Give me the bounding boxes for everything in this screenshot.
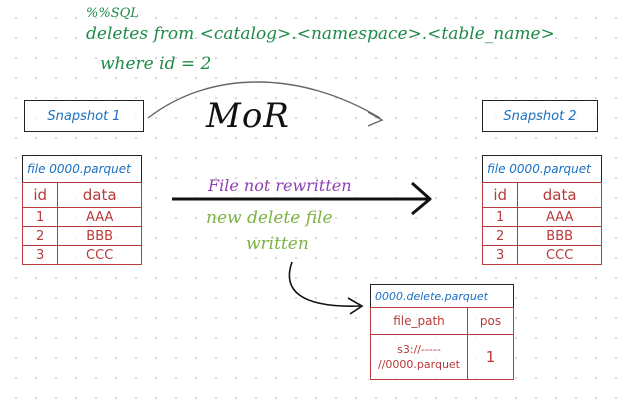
table-row: 1 AAA	[481, 207, 602, 227]
sql-delete-statement: deletes from <catalog>.<namespace>.<tabl…	[86, 24, 555, 44]
cell-pos: 1	[467, 334, 514, 380]
snapshot-2-file-table: file 0000.parquet id data 1 AAA 2 BBB 3 …	[481, 155, 602, 265]
table-row: 3 CCC	[21, 245, 142, 265]
table-row: s3://----- //0000.parquet 1	[370, 334, 514, 380]
file-path-line-2: //0000.parquet	[378, 358, 460, 371]
delete-file-table: 0000.delete.parquet file_path pos s3://-…	[370, 284, 514, 380]
cell-data: CCC	[57, 245, 142, 265]
written-note: written	[246, 234, 309, 254]
mor-label: MoR	[206, 96, 290, 136]
snapshot-1-file-table: file 0000.parquet id data 1 AAA 2 BBB 3 …	[21, 155, 142, 265]
cell-data: BBB	[57, 226, 142, 246]
cell-id: 3	[481, 245, 519, 265]
table-row: 2 BBB	[21, 226, 142, 246]
file-path-line-1: s3://-----	[397, 343, 441, 356]
file-name: file 0000.parquet	[22, 155, 142, 183]
cell-data: BBB	[517, 226, 602, 246]
delete-file-arrowhead	[347, 297, 364, 315]
cell-id: 1	[21, 207, 59, 227]
cell-id: 1	[481, 207, 519, 227]
table-row: 3 CCC	[481, 245, 602, 265]
delete-file-arrow	[288, 261, 361, 307]
snapshot-2-box: Snapshot 2	[482, 100, 598, 132]
column-header-file-path: file_path	[370, 307, 468, 335]
snapshot-1-box: Snapshot 1	[24, 100, 144, 132]
snapshot-2-label: Snapshot 2	[503, 108, 577, 124]
table-row: 2 BBB	[481, 226, 602, 246]
cell-id: 2	[481, 226, 519, 246]
cell-data: AAA	[57, 207, 142, 227]
cell-data: AAA	[517, 207, 602, 227]
snapshot-transition-arrow	[147, 81, 381, 119]
file-not-rewritten-note: File not rewritten	[208, 176, 352, 195]
table-row: 1 AAA	[21, 207, 142, 227]
new-delete-file-note: new delete file	[206, 208, 333, 228]
cell-file-path: s3://----- //0000.parquet	[370, 334, 468, 380]
column-header-pos: pos	[467, 307, 514, 335]
sql-magic-command: %%SQL	[86, 6, 139, 21]
column-header-data: data	[517, 182, 602, 208]
delete-file-name: 0000.delete.parquet	[370, 284, 514, 308]
column-header-data: data	[57, 182, 142, 208]
cell-data: CCC	[517, 245, 602, 265]
column-header-id: id	[21, 182, 59, 208]
main-arrowhead	[411, 181, 432, 216]
cell-id: 2	[21, 226, 59, 246]
column-header-id: id	[481, 182, 519, 208]
snapshot-transition-arrowhead	[367, 111, 384, 127]
file-name: file 0000.parquet	[482, 155, 602, 183]
cell-id: 3	[21, 245, 59, 265]
snapshot-1-label: Snapshot 1	[47, 108, 121, 124]
sql-where-clause: where id = 2	[100, 54, 212, 74]
